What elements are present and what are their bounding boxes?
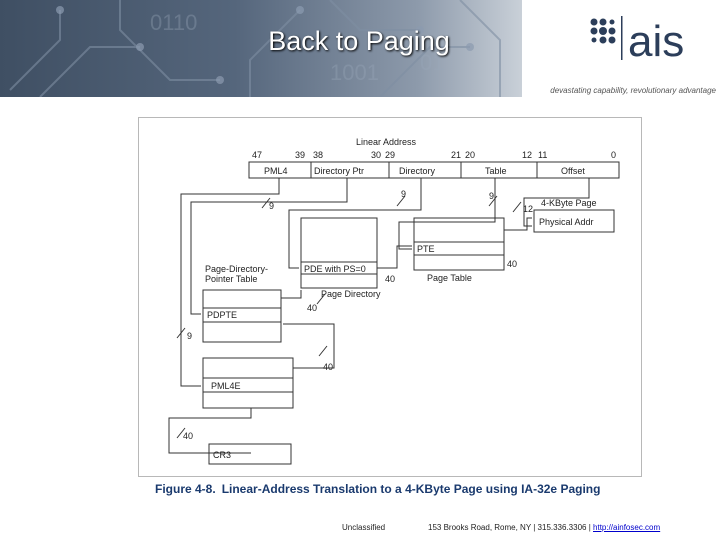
- pte-label: PTE: [417, 244, 435, 254]
- footer-classification: Unclassified: [342, 523, 386, 532]
- width-9-dir: 9: [401, 189, 406, 199]
- field-table: Table: [485, 166, 507, 176]
- field-directory: Directory: [399, 166, 436, 176]
- width-12: 12: [523, 204, 533, 214]
- circuit-pattern: 0110 1001 01: [9, 0, 501, 97]
- pml4e-label: PML4E: [211, 381, 241, 391]
- slide-header: 0110 1001 01 Back to Paging ais devastatin…: [0, 0, 720, 97]
- page-directory-label: Page Directory: [321, 289, 381, 299]
- paging-diagram-svg: Linear Address 47 39 38 30 29 21 20 12 1…: [39, 10, 620, 465]
- linear-address-box: [248, 161, 620, 179]
- bit-21: 21: [451, 150, 461, 160]
- width-40-pml4e: 40: [323, 362, 333, 372]
- field-directory-ptr: Directory Ptr: [314, 166, 364, 176]
- field-offset: Offset: [561, 166, 585, 176]
- bit-30: 30: [371, 150, 381, 160]
- bit-11: 11: [538, 150, 547, 160]
- pdpt-label-1: Page-Directory-: [205, 264, 268, 274]
- bit-20: 20: [465, 150, 475, 160]
- bit-0: 0: [611, 150, 616, 160]
- pdpt-box: [202, 289, 282, 343]
- page-table-box: [413, 217, 505, 271]
- width-9-table: 9: [489, 191, 494, 201]
- width-40-pdpte: 40: [307, 303, 317, 313]
- slide-title: Back to Paging: [268, 26, 450, 56]
- width-40-pte: 40: [507, 259, 517, 269]
- cr3-box: [208, 443, 292, 465]
- page-table-label: Page Table: [427, 273, 472, 283]
- figure-text: Linear-Address Translation to a 4-KByte …: [221, 482, 601, 496]
- page-box: [533, 209, 615, 233]
- logo-dots-icon: [590, 18, 616, 44]
- pdpte-label: PDPTE: [207, 310, 237, 320]
- width-9-pdpt: 9: [187, 331, 192, 341]
- ais-logo: ais: [588, 16, 708, 81]
- bit-47: 47: [252, 150, 262, 160]
- footer-contact: 153 Brooks Road, Rome, NY | 315.336.3306…: [428, 523, 660, 532]
- svg-text:0110: 0110: [150, 10, 197, 35]
- field-pml4: PML4: [264, 166, 288, 176]
- page-directory-box: [300, 217, 378, 289]
- width-9-pml4: 9: [269, 201, 274, 211]
- width-40-cr3: 40: [183, 431, 193, 441]
- page-label: 4-KByte Page: [541, 198, 597, 208]
- footer-url-link[interactable]: http://ainfosec.com: [593, 523, 661, 532]
- pde-label: PDE with PS=0: [304, 264, 366, 274]
- bit-29: 29: [385, 150, 395, 160]
- bit-39: 39: [295, 150, 305, 160]
- bit-12: 12: [522, 150, 532, 160]
- physical-addr: Physical Addr: [539, 217, 594, 227]
- paging-diagram: Linear Address 47 39 38 30 29 21 20 12 1…: [39, 10, 642, 477]
- width-40-pde: 40: [385, 274, 395, 284]
- bit-38: 38: [313, 150, 323, 160]
- footer-address: 153 Brooks Road, Rome, NY | 315.336.3306…: [428, 523, 591, 532]
- header-banner: 0110 1001 01: [0, 0, 522, 97]
- logo-tagline: devastating capability, revolutionary ad…: [550, 86, 716, 95]
- figure-number: Figure 4-8.: [155, 482, 216, 496]
- cr3-label: CR3: [213, 450, 231, 460]
- svg-text:1001: 1001: [330, 60, 379, 85]
- logo-text: ais: [628, 17, 684, 66]
- pml4-box: [202, 357, 294, 409]
- svg-text:01: 01: [420, 50, 444, 75]
- linear-address-label: Linear Address: [356, 137, 417, 147]
- figure-caption: Figure 4-8. Linear-Address Translation to…: [155, 482, 600, 496]
- pdpt-label-2: Pointer Table: [205, 274, 257, 284]
